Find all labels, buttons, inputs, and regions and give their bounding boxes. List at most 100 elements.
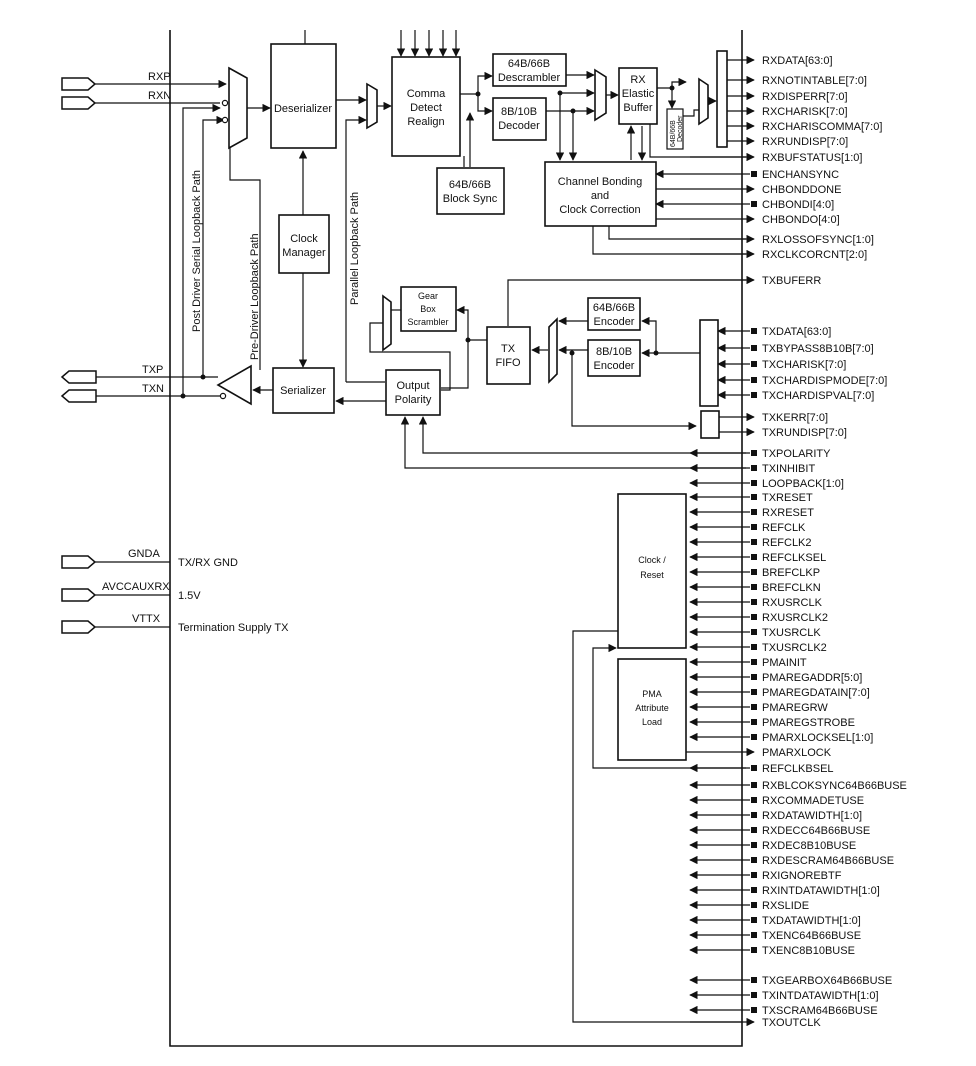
gearbox-scrambler-block: Gear Box Scrambler xyxy=(369,286,471,391)
signal-row: TXRUNDISP[7:0] xyxy=(719,427,847,439)
signal-row: TXENC8B10BUSE xyxy=(689,945,855,957)
elastic-line-1: RX xyxy=(630,74,646,86)
signal-row: RXDATAWIDTH[1:0] xyxy=(689,810,862,822)
signal-row: CHBONDO[4:0] xyxy=(656,214,840,226)
signal-row: RXDATA[63:0] xyxy=(727,55,833,67)
input-pin-marker xyxy=(751,782,757,788)
signal-row: PMARXLOCK xyxy=(686,747,832,759)
signal-row: TXENC64B66BUSE xyxy=(689,930,861,942)
input-pin-marker xyxy=(751,345,757,351)
input-pin-marker xyxy=(751,465,757,471)
encoder-64b66b-block: 64B/66B Encoder xyxy=(558,297,657,353)
signal-row: REFCLKSEL xyxy=(689,552,826,564)
signal-label: RXCOMMADETUSE xyxy=(762,795,864,807)
descrambler-block: 64B/66B Descrambler xyxy=(492,53,595,87)
input-pin-marker xyxy=(751,569,757,575)
signal-row: PMARXLOCKSEL[1:0] xyxy=(689,732,873,744)
signal-label: REFCLK2 xyxy=(762,537,812,549)
input-pin-marker xyxy=(751,902,757,908)
comma-line-3: Realign xyxy=(407,116,444,128)
serializer-block: Serializer xyxy=(252,367,335,414)
input-pin-marker xyxy=(751,171,757,177)
signal-label: TXCHARDISPVAL[7:0] xyxy=(762,390,874,402)
signal-label: RXDECC64B66BUSE xyxy=(762,825,870,837)
descrambler-line-1: 64B/66B xyxy=(508,58,550,70)
signal-label: RXCHARISCOMMA[7:0] xyxy=(762,121,882,133)
signal-label: REFCLK xyxy=(762,522,806,534)
signal-row: BREFCLKP xyxy=(689,567,820,579)
enc8b-line-1: 8B/10B xyxy=(596,346,632,358)
signal-row: TXBUFERR xyxy=(690,275,821,287)
signal-row: PMAREGSTROBE xyxy=(689,717,855,729)
chbond-line-2: and xyxy=(591,190,609,202)
tx-fifo-block: TX FIFO xyxy=(470,279,746,385)
input-pin-marker xyxy=(751,599,757,605)
clockmgr-line-1: Clock xyxy=(290,233,318,245)
chbond-line-3: Clock Correction xyxy=(559,204,640,216)
input-pin-marker xyxy=(751,704,757,710)
channel-bonding-block: Channel Bonding and Clock Correction xyxy=(544,161,746,255)
signal-row: REFCLKBSEL xyxy=(689,763,834,775)
input-pin-marker xyxy=(751,827,757,833)
pma-line-3: Load xyxy=(642,717,662,727)
signal-label: LOOPBACK[1:0] xyxy=(762,478,844,490)
signal-label: BREFCLKP xyxy=(762,567,820,579)
tx-output-driver xyxy=(216,364,252,406)
signal-label: TXSCRAM64B66BUSE xyxy=(762,1005,878,1017)
loopback-paths: Post Driver Serial Loopback Path Pre-Dri… xyxy=(180,30,385,399)
vttx-pin: VTTX Termination Supply TX xyxy=(61,613,289,634)
signal-row: RXDESCRAM64B66BUSE xyxy=(689,855,894,867)
signal-row: TXDATAWIDTH[1:0] xyxy=(689,915,861,927)
signal-label: RXSLIDE xyxy=(762,900,809,912)
avcc-label: AVCCAUXRX xyxy=(102,581,170,593)
comma-detect-block: Comma Detect Realign xyxy=(391,30,493,167)
signal-label: RXBLCOKSYNC64B66BUSE xyxy=(762,780,907,792)
input-pin-marker xyxy=(751,480,757,486)
input-pin-marker xyxy=(751,932,757,938)
elastic-line-2: Elastic xyxy=(622,88,655,100)
signal-label: RXRESET xyxy=(762,507,814,519)
vttx-label: VTTX xyxy=(132,613,161,625)
input-pin-marker xyxy=(751,524,757,530)
rx-output-register xyxy=(716,50,728,148)
input-pin-marker xyxy=(751,584,757,590)
signal-label: RXINTDATAWIDTH[1:0] xyxy=(762,885,880,897)
signal-label: RXCHARISK[7:0] xyxy=(762,106,848,118)
signal-row: RXBUFSTATUS[1:0] xyxy=(690,152,862,164)
signal-label: TXPOLARITY xyxy=(762,448,831,460)
serializer-label: Serializer xyxy=(280,385,326,397)
avccauxrx-pin: AVCCAUXRX 1.5V xyxy=(61,581,201,602)
gearbox-line-2: Box xyxy=(420,304,436,314)
gnda-pin: GNDA TX/RX GND xyxy=(61,548,238,569)
signal-row: RXCOMMADETUSE xyxy=(689,795,864,807)
signal-row: TXKERR[7:0] xyxy=(719,412,828,424)
signal-label: RXLOSSOFSYNC[1:0] xyxy=(762,234,874,246)
signal-label: RXRUNDISP[7:0] xyxy=(762,136,848,148)
signal-label: ENCHANSYNC xyxy=(762,169,839,181)
comma-line-2: Detect xyxy=(410,102,442,114)
input-pin-marker xyxy=(751,377,757,383)
txp-pin: TXP xyxy=(60,364,218,384)
small-decoder-line-1: 64B/66B xyxy=(670,120,677,147)
small-decoder-line-2: Decoder xyxy=(677,115,684,142)
txp-label: TXP xyxy=(142,364,163,376)
comma-input-mux xyxy=(366,82,392,130)
elastic-line-3: Buffer xyxy=(623,102,652,114)
signal-row: RXDISPERR[7:0] xyxy=(727,91,848,103)
signal-row: REFCLK xyxy=(689,522,806,534)
signal-label: TXOUTCLK xyxy=(762,1017,821,1029)
signal-row: RXCLKCORCNT[2:0] xyxy=(690,249,867,261)
tx-status-register xyxy=(700,410,720,439)
signal-label: TXUSRCLK2 xyxy=(762,642,827,654)
signal-row: TXCHARDISPVAL[7:0] xyxy=(717,390,874,402)
signal-label: RXNOTINTABLE[7:0] xyxy=(762,75,867,87)
gnda-label: GNDA xyxy=(128,548,160,560)
outpol-line-2: Polarity xyxy=(395,394,432,406)
pma-attribute-load-block: PMA Attribute Load xyxy=(592,643,746,769)
vttx-desc: Termination Supply TX xyxy=(178,622,289,634)
signal-row: RXDEC8B10BUSE xyxy=(689,840,856,852)
signal-row: RXBLCOKSYNC64B66BUSE xyxy=(689,780,907,792)
comma-line-1: Comma xyxy=(407,88,446,100)
signal-label: REFCLKBSEL xyxy=(762,763,834,775)
signal-row: TXCHARDISPMODE[7:0] xyxy=(717,375,887,387)
